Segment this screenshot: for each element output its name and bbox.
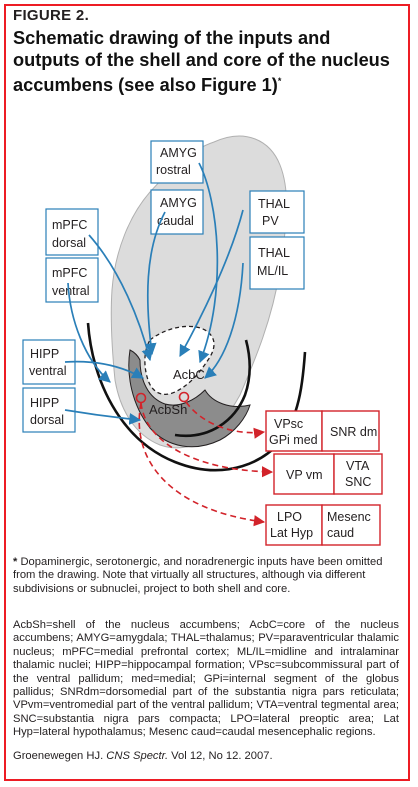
snr-dm-box — [321, 410, 380, 452]
figure-title-footnote-mark: * — [277, 76, 282, 86]
core-region — [144, 325, 215, 395]
mesenc-caud-box — [321, 504, 381, 546]
vta-snc-line1: VTA — [346, 459, 370, 473]
mpfc-ventral-box — [45, 257, 99, 303]
arrow-shell-to-vpvm — [140, 402, 274, 478]
abbreviation-list: AcbSh=shell of the nucleus accumbens; Ac… — [13, 619, 399, 739]
footnote: * Dopaminergic, serotonergic, and noradr… — [13, 556, 399, 596]
thal-mlil-box — [249, 236, 305, 290]
lpo-lathyp-line2: Lat Hyp — [270, 526, 313, 540]
shell-label: AcbSh — [149, 402, 187, 417]
arrow-shell-to-lpo — [138, 402, 266, 527]
mesenc-caud-line1: Mesenc — [327, 510, 371, 524]
vpsc-gpi-line2: GPi med — [269, 433, 318, 447]
amyg-rostral-line2: rostral — [156, 163, 191, 177]
thal-mlil-line2: ML/IL — [257, 264, 288, 278]
shell-output-origin — [135, 392, 147, 404]
arrow-mpfc-ventral — [67, 282, 111, 383]
mesenc-caud-line2: caud — [327, 526, 354, 540]
amyg-caudal-box — [150, 189, 204, 235]
footnote-text: Dopaminergic, serotonergic, and noradren… — [13, 556, 383, 595]
figure-title-text: Schematic drawing of the inputs and outp… — [13, 28, 390, 96]
arrow-thal-pv — [179, 209, 244, 358]
mpfc-dorsal-line2: dorsal — [52, 236, 86, 250]
mpfc-dorsal-box — [45, 208, 99, 256]
core-label: AcbC — [173, 367, 205, 382]
snr-dm-label: SNR dm — [330, 425, 377, 439]
arrow-thal-mlil — [204, 262, 244, 379]
hipp-dorsal-line1: HIPP — [30, 396, 59, 410]
arrow-mpfc-dorsal — [88, 234, 154, 362]
mpfc-ventral-line1: mPFC — [52, 266, 87, 280]
figure-label: FIGURE 2. — [13, 7, 90, 24]
vta-snc-line2: SNC — [345, 475, 371, 489]
figure-title: Schematic drawing of the inputs and outp… — [13, 28, 397, 97]
lpo-lathyp-box — [265, 504, 323, 546]
core-output-origin — [178, 391, 190, 403]
vta-snc-box — [333, 453, 383, 495]
anterior-commissure-curve — [174, 339, 251, 438]
citation-details: Vol 12, No 12. 2007. — [171, 750, 273, 762]
citation-journal: CNS Spectr. — [106, 750, 169, 762]
arrow-core-to-vpsc — [185, 401, 266, 439]
amyg-caudal-line1: AMYG — [160, 196, 197, 210]
accumbens-diagram: AMYG rostral AMYG caudal THAL PV THAL ML… — [22, 135, 383, 546]
mpfc-ventral-line2: ventral — [52, 284, 90, 298]
vp-vm-label: VP vm — [286, 468, 323, 482]
lpo-lathyp-line1: LPO — [277, 510, 302, 524]
arrow-amyg-caudal — [144, 211, 166, 356]
hipp-ventral-line1: HIPP — [30, 347, 59, 361]
amyg-rostral-line1: AMYG — [160, 146, 197, 160]
hipp-dorsal-line2: dorsal — [30, 413, 64, 427]
hipp-ventral-line2: ventral — [29, 364, 67, 378]
footnote-mark: * — [13, 556, 18, 568]
amyg-caudal-line2: caudal — [157, 214, 194, 228]
thal-mlil-line1: THAL — [258, 246, 290, 260]
vpsc-gpi-line1: VPsc — [274, 417, 303, 431]
arrow-hipp-dorsal — [64, 409, 142, 425]
citation: Groenewegen HJ. CNS Spectr. Vol 12, No 1… — [13, 750, 399, 762]
outer-boundary-curve — [86, 322, 307, 472]
thal-pv-box — [249, 190, 305, 234]
amyg-rostral-box — [150, 140, 204, 184]
arrow-amyg-rostral — [198, 162, 219, 364]
mpfc-dorsal-line1: mPFC — [52, 218, 87, 232]
arrow-hipp-ventral — [64, 360, 145, 379]
thal-pv-line2: PV — [262, 214, 279, 228]
thal-pv-line1: THAL — [258, 197, 290, 211]
citation-authors: Groenewegen HJ. — [13, 750, 104, 762]
